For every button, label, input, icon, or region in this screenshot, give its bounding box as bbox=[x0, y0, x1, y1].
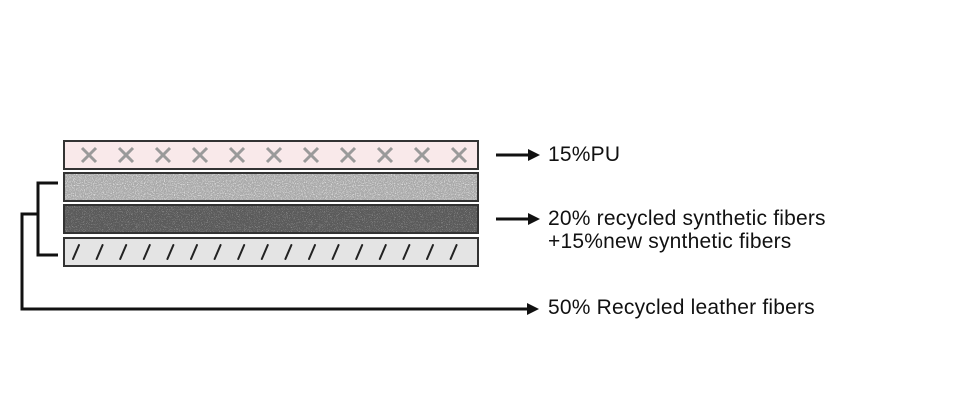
slash-mark bbox=[284, 244, 293, 260]
slash-mark bbox=[142, 244, 151, 260]
leather-connector-line bbox=[20, 212, 527, 311]
x-mark bbox=[413, 146, 431, 164]
slash-mark bbox=[308, 244, 316, 260]
synthetic-label-line2: +15%new synthetic fibers bbox=[548, 230, 792, 253]
slash-mark bbox=[449, 244, 458, 260]
slash-mark bbox=[119, 244, 128, 260]
slash-mark bbox=[213, 244, 222, 260]
slash-mark bbox=[166, 244, 175, 260]
speckle-texture bbox=[65, 206, 477, 232]
slash-mark bbox=[72, 244, 80, 260]
x-mark bbox=[154, 146, 172, 164]
layer-stack bbox=[63, 140, 479, 267]
pu-arrow bbox=[496, 149, 540, 161]
leather-label: 50% Recycled leather fibers bbox=[548, 296, 815, 319]
x-mark bbox=[302, 146, 320, 164]
layer-hatched-rect bbox=[63, 237, 479, 267]
x-mark bbox=[265, 146, 283, 164]
pu-label: 15%PU bbox=[548, 143, 621, 166]
connector-lines bbox=[20, 149, 540, 315]
layer-pu-rect bbox=[63, 140, 479, 170]
x-mark bbox=[191, 146, 209, 164]
slash-mark bbox=[426, 244, 434, 260]
slash-mark bbox=[95, 244, 104, 260]
leather-arrow bbox=[527, 303, 539, 315]
slash-mark bbox=[190, 244, 198, 260]
synthetic-label-line1: 20% recycled synthetic fibers bbox=[548, 207, 826, 230]
arrow-head-icon bbox=[527, 303, 539, 315]
x-mark bbox=[376, 146, 394, 164]
layer-speckled-light bbox=[63, 172, 479, 202]
slash-mark bbox=[260, 244, 269, 260]
layer-pu bbox=[63, 140, 479, 170]
arrow-head-icon bbox=[528, 149, 540, 161]
slash-mark bbox=[378, 244, 387, 260]
x-mark bbox=[339, 146, 357, 164]
slash-mark bbox=[355, 244, 364, 260]
slash-mark bbox=[237, 244, 246, 260]
bracket-line bbox=[36, 181, 58, 257]
speckle-texture bbox=[65, 174, 477, 200]
synthetic-arrow bbox=[496, 213, 540, 225]
x-mark bbox=[228, 146, 246, 164]
arrow-head-icon bbox=[528, 213, 540, 225]
x-mark bbox=[450, 146, 468, 164]
layer-hatched bbox=[63, 237, 479, 267]
x-mark bbox=[117, 146, 135, 164]
slash-mark bbox=[331, 244, 340, 260]
layer-speckled-dark bbox=[63, 204, 479, 234]
x-mark bbox=[80, 146, 98, 164]
slash-mark bbox=[402, 244, 411, 260]
